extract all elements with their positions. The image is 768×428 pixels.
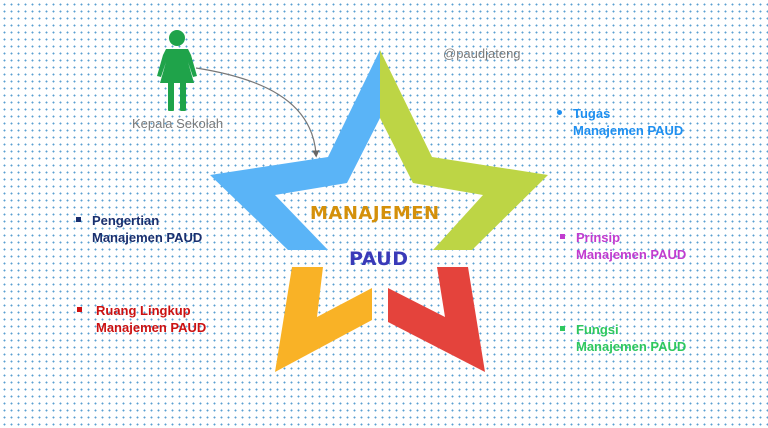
item-ruang-lingkup-line1: Ruang Lingkup (96, 303, 191, 318)
item-fungsi: Fungsi Manajemen PAUD (560, 321, 687, 355)
bullet-icon (76, 217, 81, 222)
item-pengertian-line1: Pengertian (92, 213, 160, 228)
item-ruang-lingkup-line2: Manajemen PAUD (96, 320, 207, 335)
star-segment-blue (210, 50, 380, 250)
star-title-line2: PAUD (349, 248, 409, 270)
item-pengertian-line2: Manajemen PAUD (92, 230, 203, 245)
item-tugas: Tugas Manajemen PAUD (557, 105, 684, 139)
woman-icon (157, 30, 197, 111)
star-segment-orange (275, 267, 372, 372)
item-pengertian: Pengertian Manajemen PAUD (76, 212, 203, 246)
item-prinsip-line1: Prinsip (576, 230, 621, 245)
item-fungsi-line1: Fungsi (576, 322, 619, 337)
star-segment-red (388, 267, 485, 372)
item-tugas-line2: Manajemen PAUD (573, 123, 684, 138)
bullet-icon (560, 326, 565, 331)
bullet-icon (557, 110, 562, 115)
bullet-icon (77, 307, 82, 312)
connector-arrow (195, 67, 320, 158)
item-fungsi-line2: Manajemen PAUD (576, 339, 687, 354)
star-segment-green (380, 50, 548, 250)
item-prinsip: Prinsip Manajemen PAUD (560, 229, 687, 263)
kepala-sekolah-label: Kepala Sekolah (132, 116, 224, 131)
star-title-line1: MANAJEMEN (310, 203, 440, 224)
watermark: @paudjateng (443, 46, 521, 61)
item-tugas-line1: Tugas (573, 106, 611, 121)
item-ruang-lingkup: Ruang Lingkup Manajemen PAUD (77, 302, 207, 336)
item-prinsip-line2: Manajemen PAUD (576, 247, 687, 262)
bullet-icon (560, 234, 565, 239)
